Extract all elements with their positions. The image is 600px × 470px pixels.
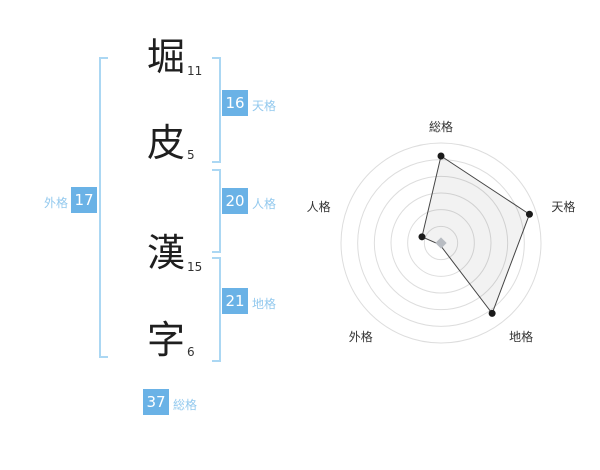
axis-label: 外格: [349, 329, 373, 344]
gaikaku-label: 外格: [44, 196, 69, 210]
grid-ring: [407, 209, 475, 277]
jinkaku-bracket: [212, 169, 221, 253]
vertex-dot: [418, 233, 426, 241]
stroke-count-2: 5: [187, 148, 195, 162]
axis-label: 人格: [307, 199, 331, 214]
gaikaku-bracket: [99, 57, 108, 358]
vertex-dot: [437, 152, 445, 160]
axis-label: 天格: [551, 199, 575, 214]
soukaku-value-badge: 37: [143, 389, 169, 415]
stroke-count-4: 6: [187, 345, 195, 359]
grid-ring: [390, 192, 492, 294]
stroke-count-3: 15: [187, 260, 203, 274]
chikaku-label: 地格: [252, 297, 277, 311]
axis-label: 総格: [429, 119, 453, 134]
gaikaku-value-badge: 17: [71, 187, 97, 213]
vertex-dot: [525, 210, 533, 218]
chikaku-value-badge: 21: [222, 288, 248, 314]
jinkaku-label: 人格: [252, 197, 277, 211]
radar-polygon: [421, 155, 531, 315]
grid-ring: [357, 159, 525, 327]
axis-label: 地格: [509, 329, 533, 344]
stroke-count-1: 11: [187, 64, 203, 78]
center-marker: [435, 237, 447, 249]
name-character-4: 字: [146, 318, 185, 362]
tenkaku-label: 天格: [252, 99, 277, 113]
grid-ring: [423, 225, 459, 261]
name-character-3: 漢: [146, 231, 185, 275]
tenkaku-value-badge: 16: [222, 90, 248, 116]
tenkaku-bracket: [212, 57, 221, 163]
jinkaku-value-badge: 20: [222, 188, 248, 214]
vertex-dot: [488, 309, 496, 317]
name-character-1: 堀: [146, 35, 185, 79]
chikaku-bracket: [212, 257, 221, 362]
soukaku-label: 総格: [173, 398, 198, 412]
name-character-2: 皮: [146, 121, 185, 165]
grid-ring: [373, 175, 509, 311]
grid-ring: [340, 142, 542, 344]
